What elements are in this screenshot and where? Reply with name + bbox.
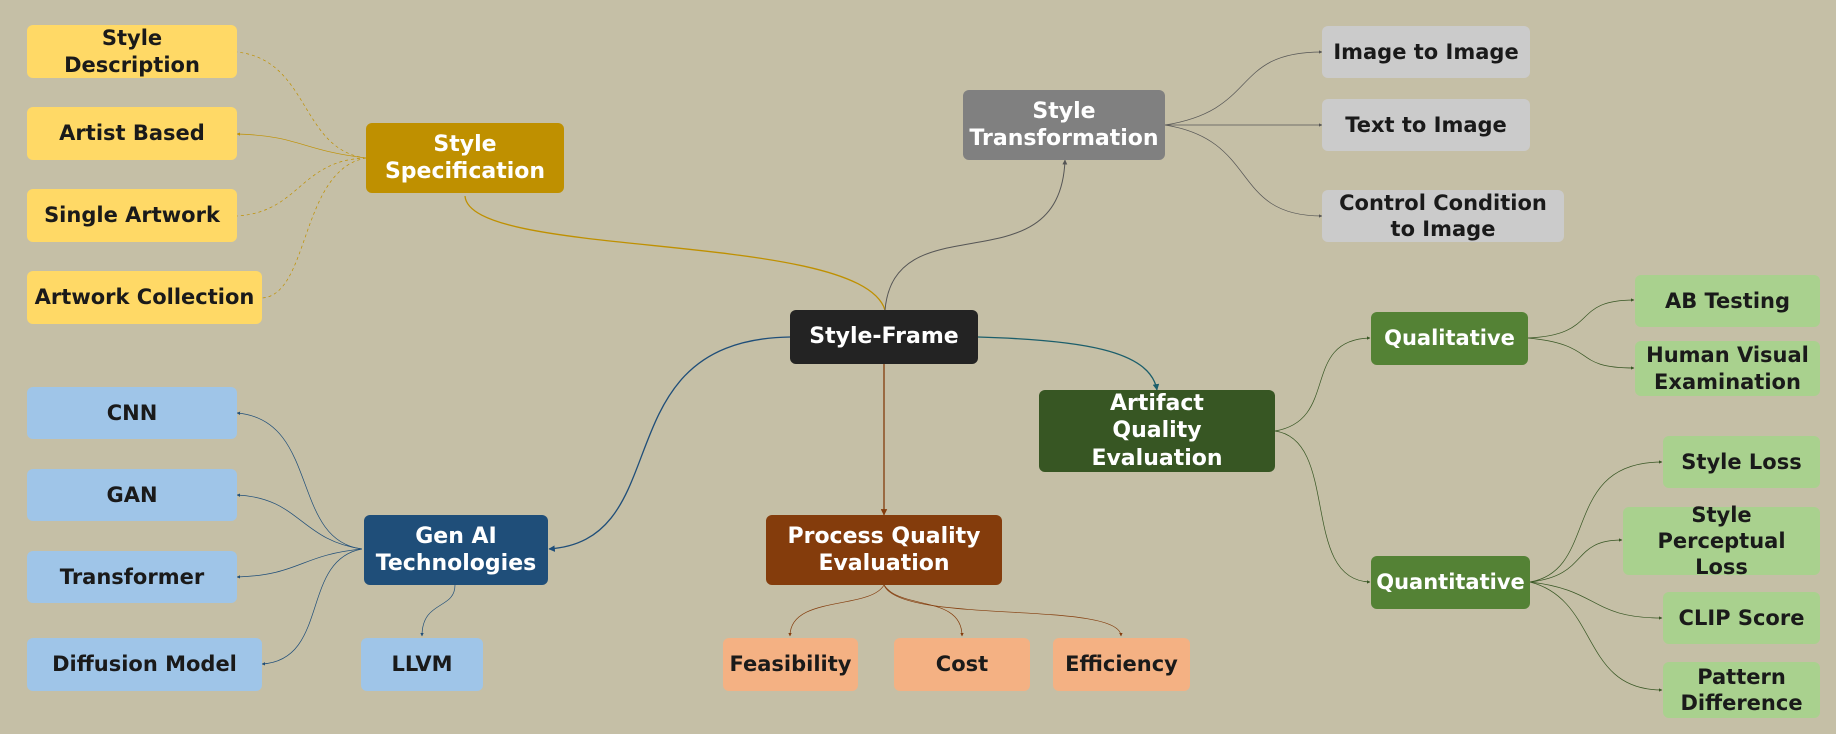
efficiency-node: Efficiency bbox=[1053, 638, 1190, 691]
llvm-node: LLVM bbox=[361, 638, 483, 691]
edge-hub-to-transformation bbox=[884, 159, 1068, 311]
feasibility-node: Feasibility bbox=[723, 638, 858, 691]
edge-qual-ab-testing bbox=[1527, 298, 1635, 339]
edge-artifact-qualitative bbox=[1274, 336, 1371, 432]
gan-node: GAN bbox=[27, 469, 237, 521]
qualitative-node: Qualitative bbox=[1371, 312, 1528, 365]
single-artwork-node: Single Artwork bbox=[27, 189, 237, 242]
edge-artifact-quantitative bbox=[1274, 430, 1371, 584]
edge-genai-llvm bbox=[420, 584, 456, 637]
cost-node: Cost bbox=[894, 638, 1030, 691]
style-perceptual-loss-node: Style Perceptual Loss bbox=[1623, 503, 1820, 579]
gen-ai-technologies-node: Gen AI Technologies bbox=[364, 515, 548, 585]
clip-score-node: CLIP Score bbox=[1663, 592, 1820, 644]
control-condition-to-image-node: Control Condition to Image bbox=[1322, 190, 1564, 242]
edge-genai-transformer bbox=[236, 548, 363, 579]
edge-trans-image-to-image bbox=[1164, 50, 1323, 126]
edge-trans-control-condition bbox=[1164, 124, 1323, 218]
pattern-difference-node: Pattern Difference bbox=[1663, 662, 1820, 718]
edge-hub-to-genai bbox=[548, 336, 791, 552]
image-to-image-node: Image to Image bbox=[1322, 26, 1530, 78]
style-specification-node: Style Specification bbox=[366, 123, 564, 193]
edge-spec-artwork-collection bbox=[261, 157, 367, 299]
edge-hub-to-specification bbox=[464, 195, 886, 311]
edge-quant-pattern-difference bbox=[1529, 581, 1663, 692]
cnn-node: CNN bbox=[27, 387, 237, 439]
edge-genai-cnn bbox=[236, 411, 363, 550]
transformer-node: Transformer bbox=[27, 551, 237, 603]
ab-testing-node: AB Testing bbox=[1635, 275, 1820, 327]
edge-process-cost bbox=[883, 584, 964, 637]
edge-quant-style-loss bbox=[1529, 460, 1663, 583]
edge-spec-artist-based bbox=[236, 132, 367, 159]
artifact-quality-evaluation-node: Artifact Quality Evaluation bbox=[1039, 390, 1275, 472]
hub-node: Style-Frame bbox=[790, 310, 978, 364]
edge-qual-human-visual bbox=[1527, 337, 1635, 370]
style-loss-node: Style Loss bbox=[1663, 436, 1820, 488]
edge-process-feasibility bbox=[788, 584, 885, 637]
text-to-image-node: Text to Image bbox=[1322, 99, 1530, 151]
artist-based-node: Artist Based bbox=[27, 107, 237, 160]
edge-quant-perceptual-loss bbox=[1529, 538, 1623, 583]
edge-hub-to-artifact bbox=[977, 336, 1160, 391]
edge-genai-diffusion bbox=[261, 548, 363, 666]
edge-quant-clip-score bbox=[1529, 581, 1663, 620]
quantitative-node: Quantitative bbox=[1371, 556, 1530, 609]
edge-genai-gan bbox=[236, 493, 363, 550]
edge-spec-single-artwork bbox=[236, 157, 367, 217]
human-visual-examination-node: Human Visual Examination bbox=[1635, 341, 1820, 396]
diffusion-model-node: Diffusion Model bbox=[27, 638, 262, 691]
artwork-collection-node: Artwork Collection bbox=[27, 271, 262, 324]
style-description-node: Style Description bbox=[27, 25, 237, 78]
edge-spec-style-description bbox=[236, 51, 367, 159]
process-quality-evaluation-node: Process Quality Evaluation bbox=[766, 515, 1002, 585]
edge-process-efficiency bbox=[883, 584, 1123, 637]
style-transformation-node: Style Transformation bbox=[963, 90, 1165, 160]
